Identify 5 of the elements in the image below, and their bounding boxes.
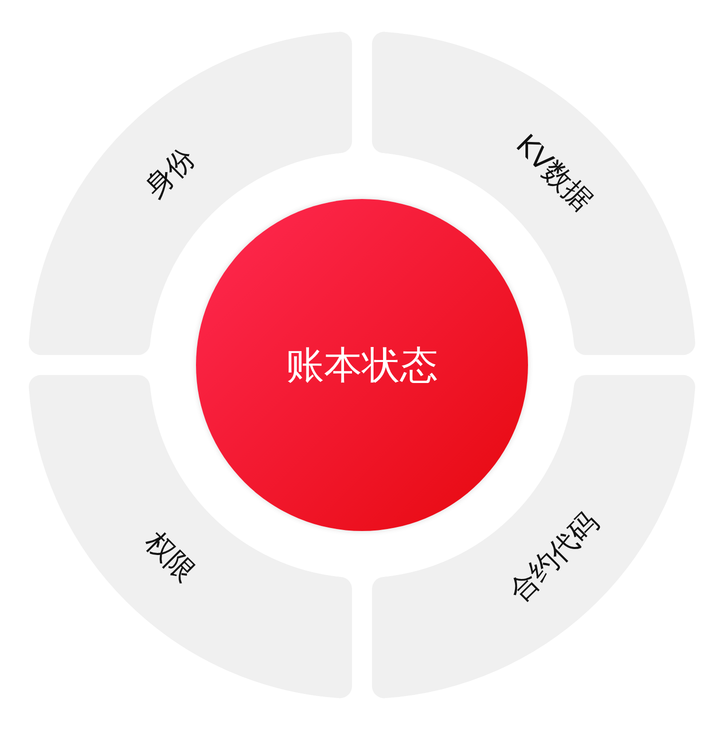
segment-label: KV数据 xyxy=(508,126,600,220)
segment-label: 合约代码 xyxy=(501,504,606,610)
center-label: 账本状态 xyxy=(286,342,438,388)
segment-label: 权限 xyxy=(138,524,203,590)
segment-label: 身份 xyxy=(137,140,202,206)
